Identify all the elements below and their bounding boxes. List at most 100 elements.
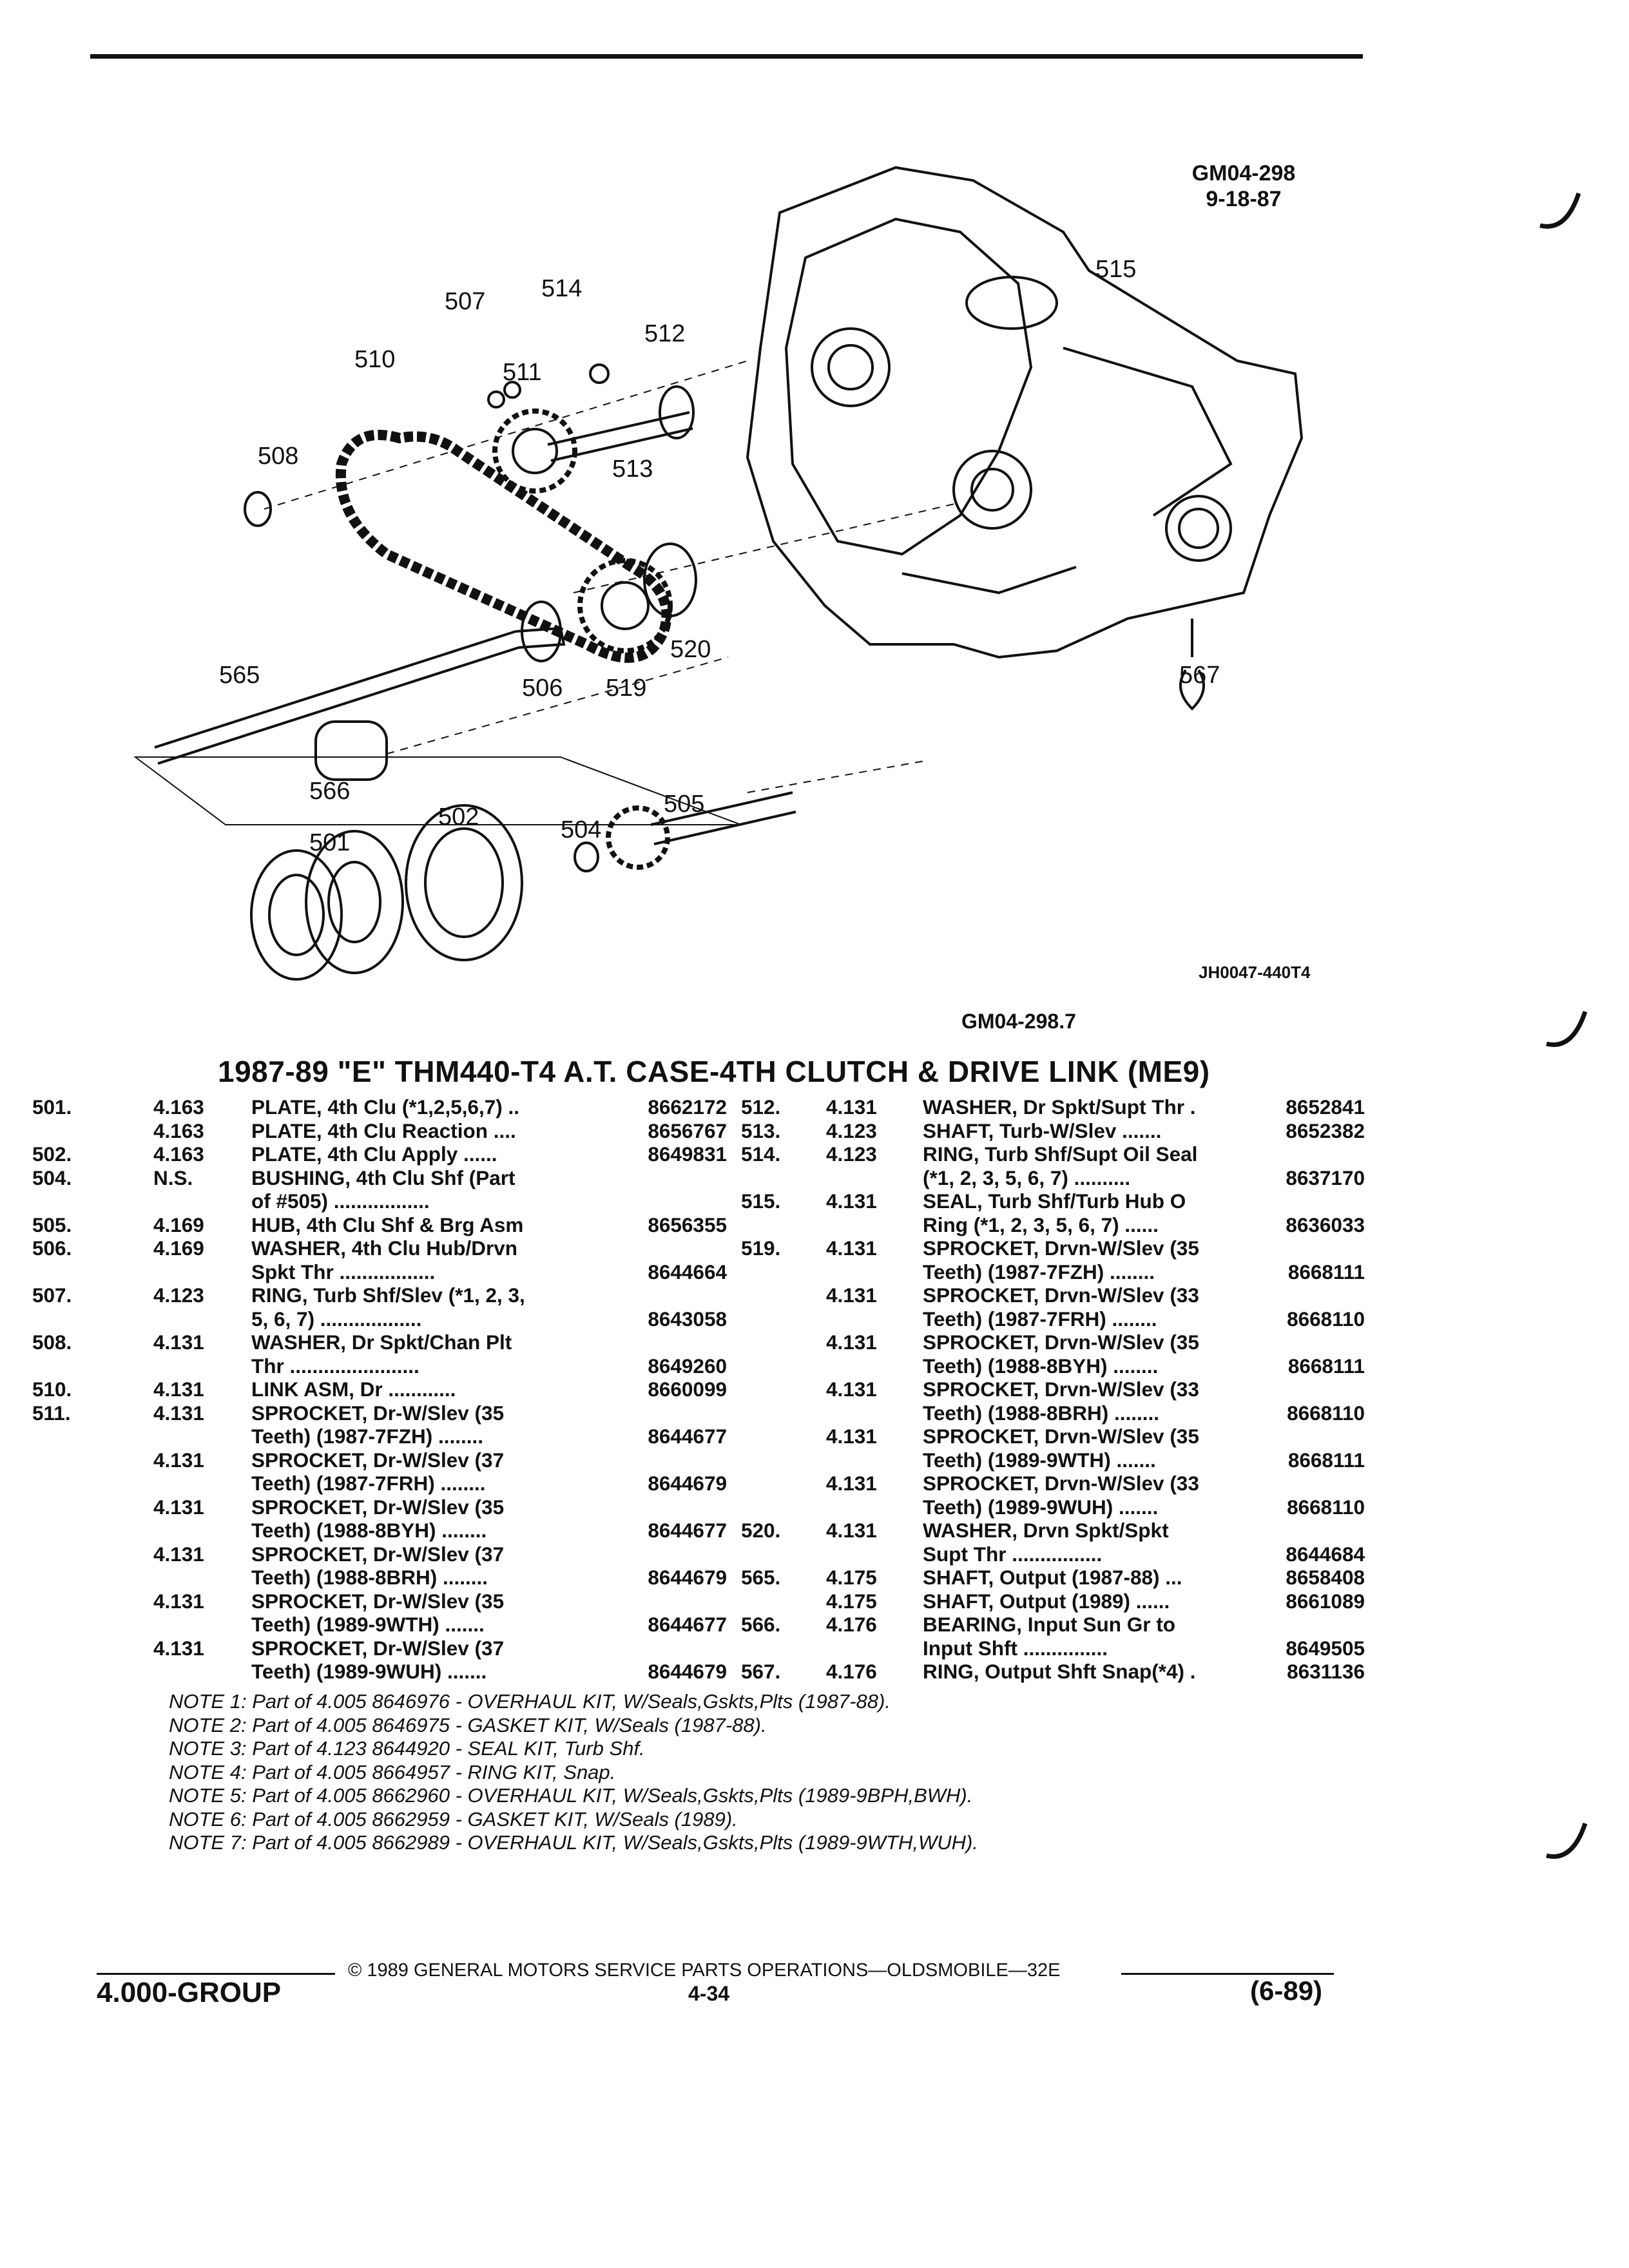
ref-number: 511. (32, 1401, 71, 1425)
part-number: 8644684 (1286, 1542, 1365, 1566)
group-number: 4.131 (826, 1189, 877, 1213)
part-number: 8668111 (1287, 1448, 1365, 1472)
part-description: LINK ASM, Dr ............ (251, 1378, 456, 1401)
part-description: Teeth) (1987-7FZH) ........ (251, 1425, 483, 1448)
part-number: 8656355 (648, 1213, 727, 1236)
callout-label: 565 (219, 662, 260, 689)
part-description: SHAFT, Output (1987-88) ... (923, 1566, 1182, 1589)
part-row: Teeth) (1988-8BRH) ........8644679 (32, 1566, 727, 1590)
group-number: 4.176 (826, 1660, 877, 1683)
group-number: 4.131 (826, 1519, 877, 1542)
part-description: Teeth) (1989-9WUH) ....... (251, 1660, 487, 1683)
figure-code: GM04-298 (1191, 161, 1296, 186)
clutch-plate-2 (305, 830, 404, 974)
section-title: 1987-89 "E" THM440-T4 A.T. CASE-4TH CLUT… (218, 1055, 1210, 1088)
part-number: 8631136 (1287, 1660, 1365, 1683)
part-row: Teeth) (1987-7FZH) ........ 8668111 (741, 1260, 1365, 1284)
ref-number: 513. (741, 1119, 781, 1142)
drive-link-chain (335, 430, 672, 663)
ref-number: 506. (32, 1236, 72, 1260)
part-number: 8649831 (648, 1142, 727, 1166)
part-description: Spkt Thr ................. (251, 1260, 436, 1283)
footer-rule-right (1121, 1973, 1334, 1975)
part-description: Teeth) (1987-7FZH) ........ (923, 1260, 1155, 1283)
callout-label: 508 (258, 443, 298, 470)
part-description: RING, Turb Shf/Supt Oil Seal (923, 1142, 1198, 1166)
part-description: SHAFT, Turb-W/Slev ....... (923, 1119, 1162, 1142)
part-number: 8644677 (648, 1425, 727, 1448)
note-line: NOTE 5: Part of 4.005 8662960 - OVERHAUL… (169, 1784, 973, 1807)
part-description: PLATE, 4th Clu Reaction .... (251, 1119, 516, 1142)
input-bearing (314, 720, 388, 781)
part-number: 8637170 (1286, 1166, 1365, 1189)
group-number: 4.131 (153, 1401, 204, 1425)
callout-label: 566 (309, 778, 350, 805)
group-number: 4.131 (826, 1095, 877, 1119)
part-row: Teeth) (1987-7FRH) ........8668110 (741, 1307, 1365, 1331)
transmission-case (746, 166, 1304, 659)
group-number: 4.131 (826, 1283, 877, 1307)
margin-tick-mark (1539, 192, 1581, 229)
part-description: SPROCKET, Drvn-W/Slev (33 (923, 1472, 1199, 1495)
callout-label: 510 (354, 346, 395, 373)
group-number: 4.176 (826, 1613, 877, 1636)
part-row: Teeth) (1988-8BRH) ........8668110 (741, 1401, 1365, 1425)
part-description: SHAFT, Output (1989) ...... (923, 1589, 1170, 1613)
footer-rule-left (97, 1973, 335, 1975)
page-number: 4-34 (688, 1982, 730, 2005)
group-number: 4.123 (826, 1119, 877, 1142)
part-row: 5, 6, 7) ..................8643058 (32, 1307, 727, 1331)
part-description: SPROCKET, Dr-W/Slev (35 (251, 1401, 505, 1425)
part-number: 8644679 (648, 1472, 727, 1495)
part-number: 8649505 (1286, 1636, 1365, 1660)
ref-number: 502. (32, 1142, 72, 1166)
note-line: NOTE 4: Part of 4.005 8664957 - RING KIT… (169, 1760, 616, 1783)
part-description: Supt Thr ................ (923, 1542, 1103, 1566)
part-row: Input Shft ...............8649505 (741, 1637, 1365, 1660)
clutch-plate-1 (250, 849, 343, 981)
part-description: WASHER, Dr Spkt/Chan Plt (251, 1331, 512, 1354)
callout-label: 515 (1095, 256, 1136, 283)
part-number: 8661089 (1286, 1589, 1365, 1613)
part-row: Ring (*1, 2, 3, 5, 6, 7) ......8636033 (741, 1213, 1365, 1237)
part-row: Spkt Thr ................. 8644664 (32, 1260, 727, 1284)
part-description: Teeth) (1988-8BYH) ........ (251, 1519, 487, 1542)
part-row: 511. 4.131 SPROCKET, Dr-W/Slev (35 (32, 1401, 715, 1425)
part-number: 8668111 (1287, 1260, 1365, 1283)
part-description: WASHER, 4th Clu Hub/Drvn (251, 1236, 518, 1260)
margin-tick-mark (1546, 1010, 1588, 1047)
output-shaft (154, 626, 566, 765)
part-description: Teeth) (1989-9WUH) ....... (923, 1495, 1159, 1519)
callout-label: 513 (612, 456, 653, 483)
group-number: 4.163 (153, 1119, 204, 1142)
group-number: 4.131 (826, 1425, 877, 1448)
part-description: WASHER, Drvn Spkt/Spkt (923, 1519, 1169, 1542)
ref-number: 567. (741, 1660, 781, 1683)
part-description: Teeth) (1988-8BRH) ........ (923, 1401, 1159, 1425)
ref-number: 504. (32, 1166, 72, 1189)
part-row: Teeth) (1987-7FRH) ........8644679 (32, 1472, 727, 1495)
part-description: of #505) ................. (251, 1189, 430, 1213)
part-description: RING, Output Shft Snap(*4) . (923, 1660, 1196, 1683)
part-description: SPROCKET, Drvn-W/Slev (35 (923, 1331, 1199, 1354)
part-number: 8660099 (648, 1378, 727, 1401)
callout-label: 504 (561, 816, 601, 843)
clutch-apply-plate (405, 804, 523, 961)
part-number: 8644664 (648, 1260, 727, 1283)
part-number: 8668111 (1287, 1354, 1365, 1378)
part-row: Teeth) (1989-9WTH) .......8644677 (32, 1613, 727, 1637)
